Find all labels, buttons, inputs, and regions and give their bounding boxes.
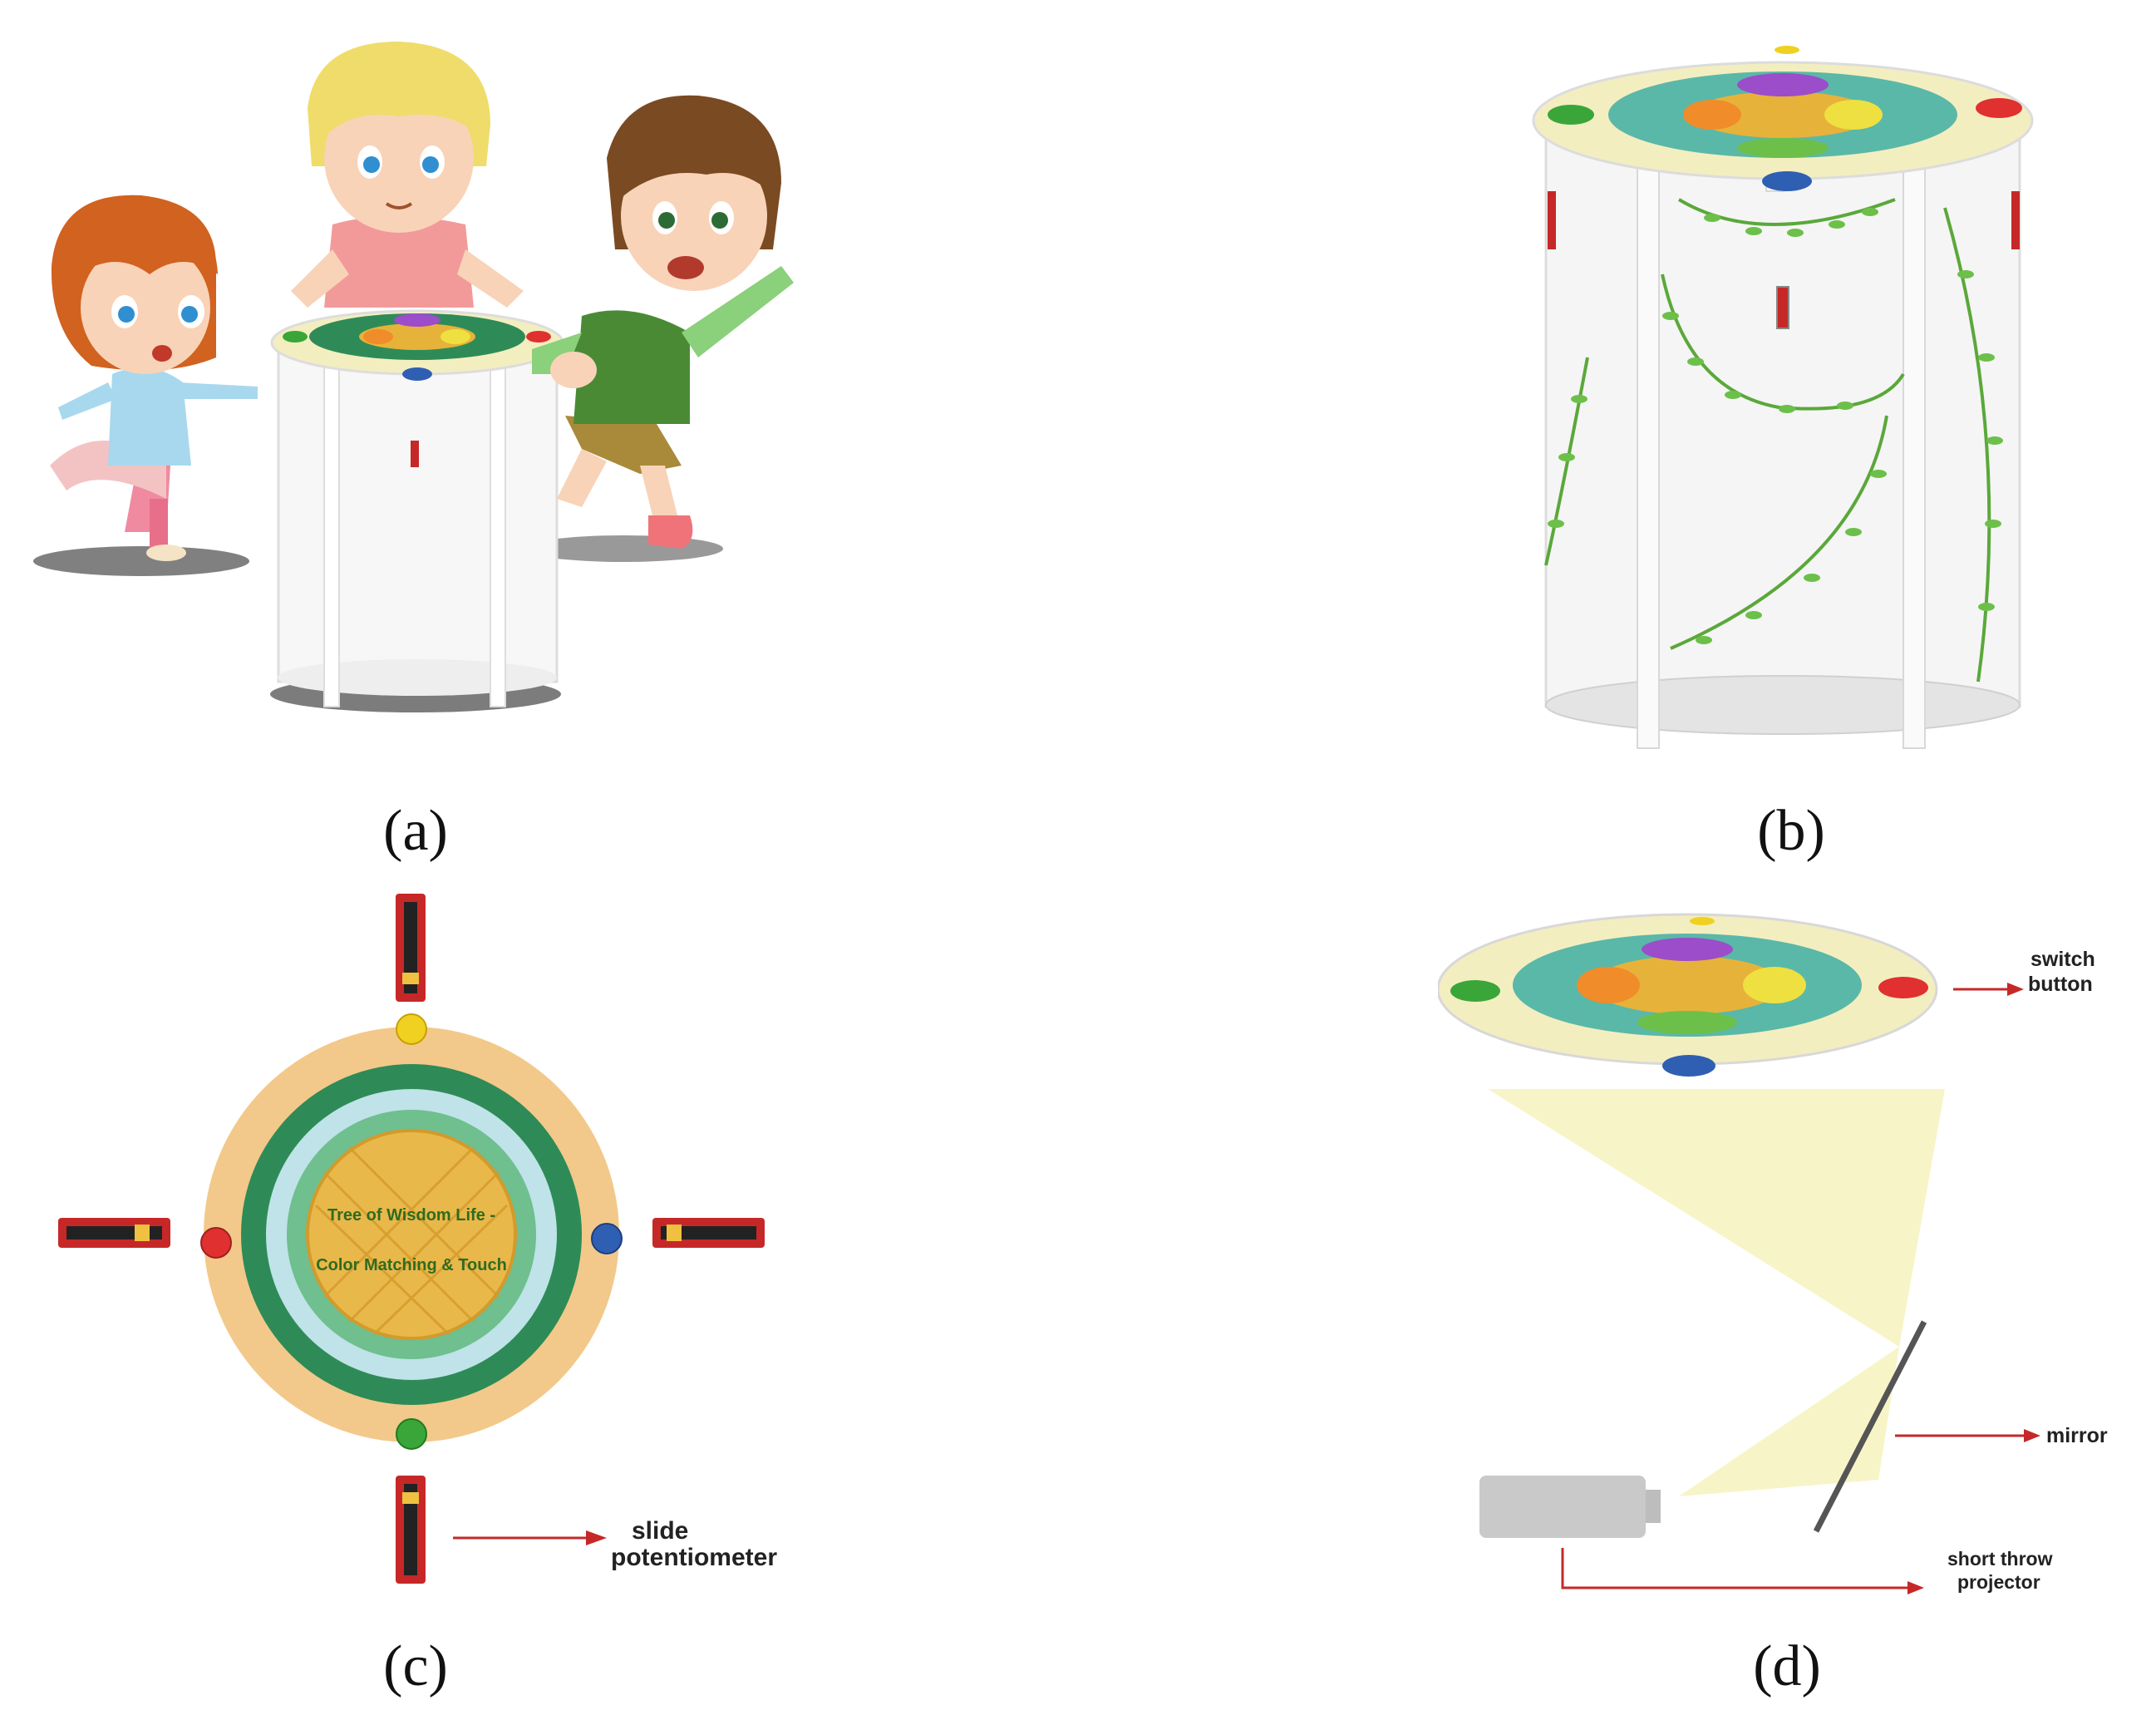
label-projector: projector [1957,1571,2040,1593]
disc-title-line1: Tree of Wisdom Life - [327,1206,495,1225]
red-switch-button [1878,977,1928,998]
panel-b-table-render [1513,25,2061,756]
vine-decoration [1544,198,1991,683]
blue-switch-button [1662,1055,1715,1077]
red-button [200,1227,232,1259]
yellow-button [396,1013,427,1045]
green-switch-button [1450,980,1500,1002]
panel-a-illustration [0,0,831,748]
table-cylinder [270,309,564,707]
label-switch: switch [2030,948,2095,971]
caption-b: (b) [1757,799,1825,863]
short-throw-projector [1479,1476,1661,1538]
panel-c-top-view: Tree of Wisdom Life - Color Matching & T… [42,881,790,1613]
label-slide: slide [632,1517,689,1545]
label-button: button [2028,973,2093,996]
green-button [396,1418,427,1450]
yellow-switch-button [1690,917,1715,925]
mirror [1813,1320,1927,1533]
label-potentiometer: potentiometer [611,1544,778,1571]
slide-potentiometer-left [58,1218,170,1248]
slide-potentiometer-top [396,894,426,1002]
blue-button [591,1223,623,1254]
slide-potentiometer-right [652,1218,765,1248]
caption-c: (c) [383,1634,448,1698]
girl-character [50,195,258,561]
disc-title-line2: Color Matching & Touch [316,1256,507,1274]
caption-a: (a) [383,799,448,863]
caption-d: (d) [1753,1634,1821,1698]
label-short-throw: short throw [1947,1548,2053,1570]
boy-character [532,95,794,549]
panel-d-schematic [1436,906,2156,1629]
slide-potentiometer-bottom [396,1476,426,1584]
label-mirror: mirror [2046,1424,2108,1447]
blond-child-character [291,42,524,308]
